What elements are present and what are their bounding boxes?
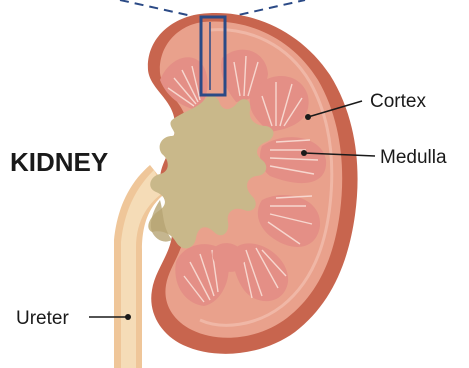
cortex-label: Cortex: [370, 91, 426, 112]
medulla-label: Medulla: [380, 147, 447, 168]
zoom-line-left: [120, 0, 201, 18]
diagram-title: KIDNEY: [10, 147, 108, 177]
ureter-label: Ureter: [16, 308, 69, 329]
